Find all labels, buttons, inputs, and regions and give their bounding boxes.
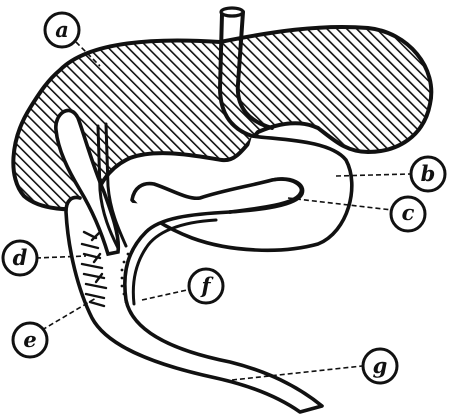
- label-e: e: [13, 323, 47, 357]
- label-b: b: [411, 157, 445, 191]
- label-d-text: d: [13, 245, 28, 270]
- label-g-text: g: [373, 353, 388, 378]
- label-c: c: [391, 197, 425, 231]
- label-c-text: c: [402, 200, 415, 225]
- esophagus-opening: [221, 8, 243, 16]
- label-a-text: a: [55, 17, 69, 42]
- label-d: d: [3, 241, 37, 275]
- label-b-text: b: [421, 161, 436, 186]
- label-e-text: e: [23, 327, 36, 352]
- label-f: f: [189, 269, 223, 303]
- label-a: a: [45, 13, 79, 47]
- label-g: g: [363, 349, 397, 383]
